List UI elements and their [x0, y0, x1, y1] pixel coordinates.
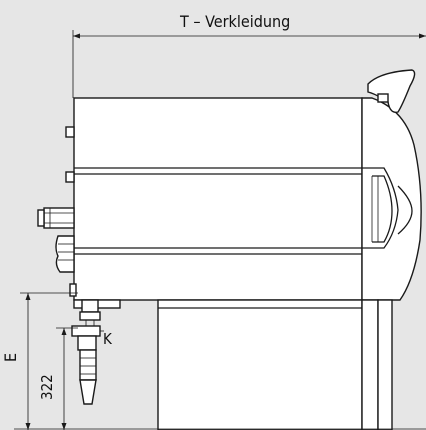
tap-label: K	[103, 330, 113, 348]
side-fittings	[37, 126, 77, 297]
depth-dimension-label: T – Verkleidung	[179, 12, 290, 31]
height-dimensions: E 322	[1, 292, 78, 430]
front-bezel	[361, 97, 422, 301]
height-dimension-label: E	[1, 353, 20, 362]
machine-housing	[73, 97, 363, 301]
height-value-label: 322	[38, 374, 56, 400]
top-handle	[367, 69, 416, 113]
machine-base	[73, 299, 393, 430]
depth-dimension: T – Verkleidung	[72, 12, 426, 98]
drain-tap: K	[71, 299, 113, 405]
